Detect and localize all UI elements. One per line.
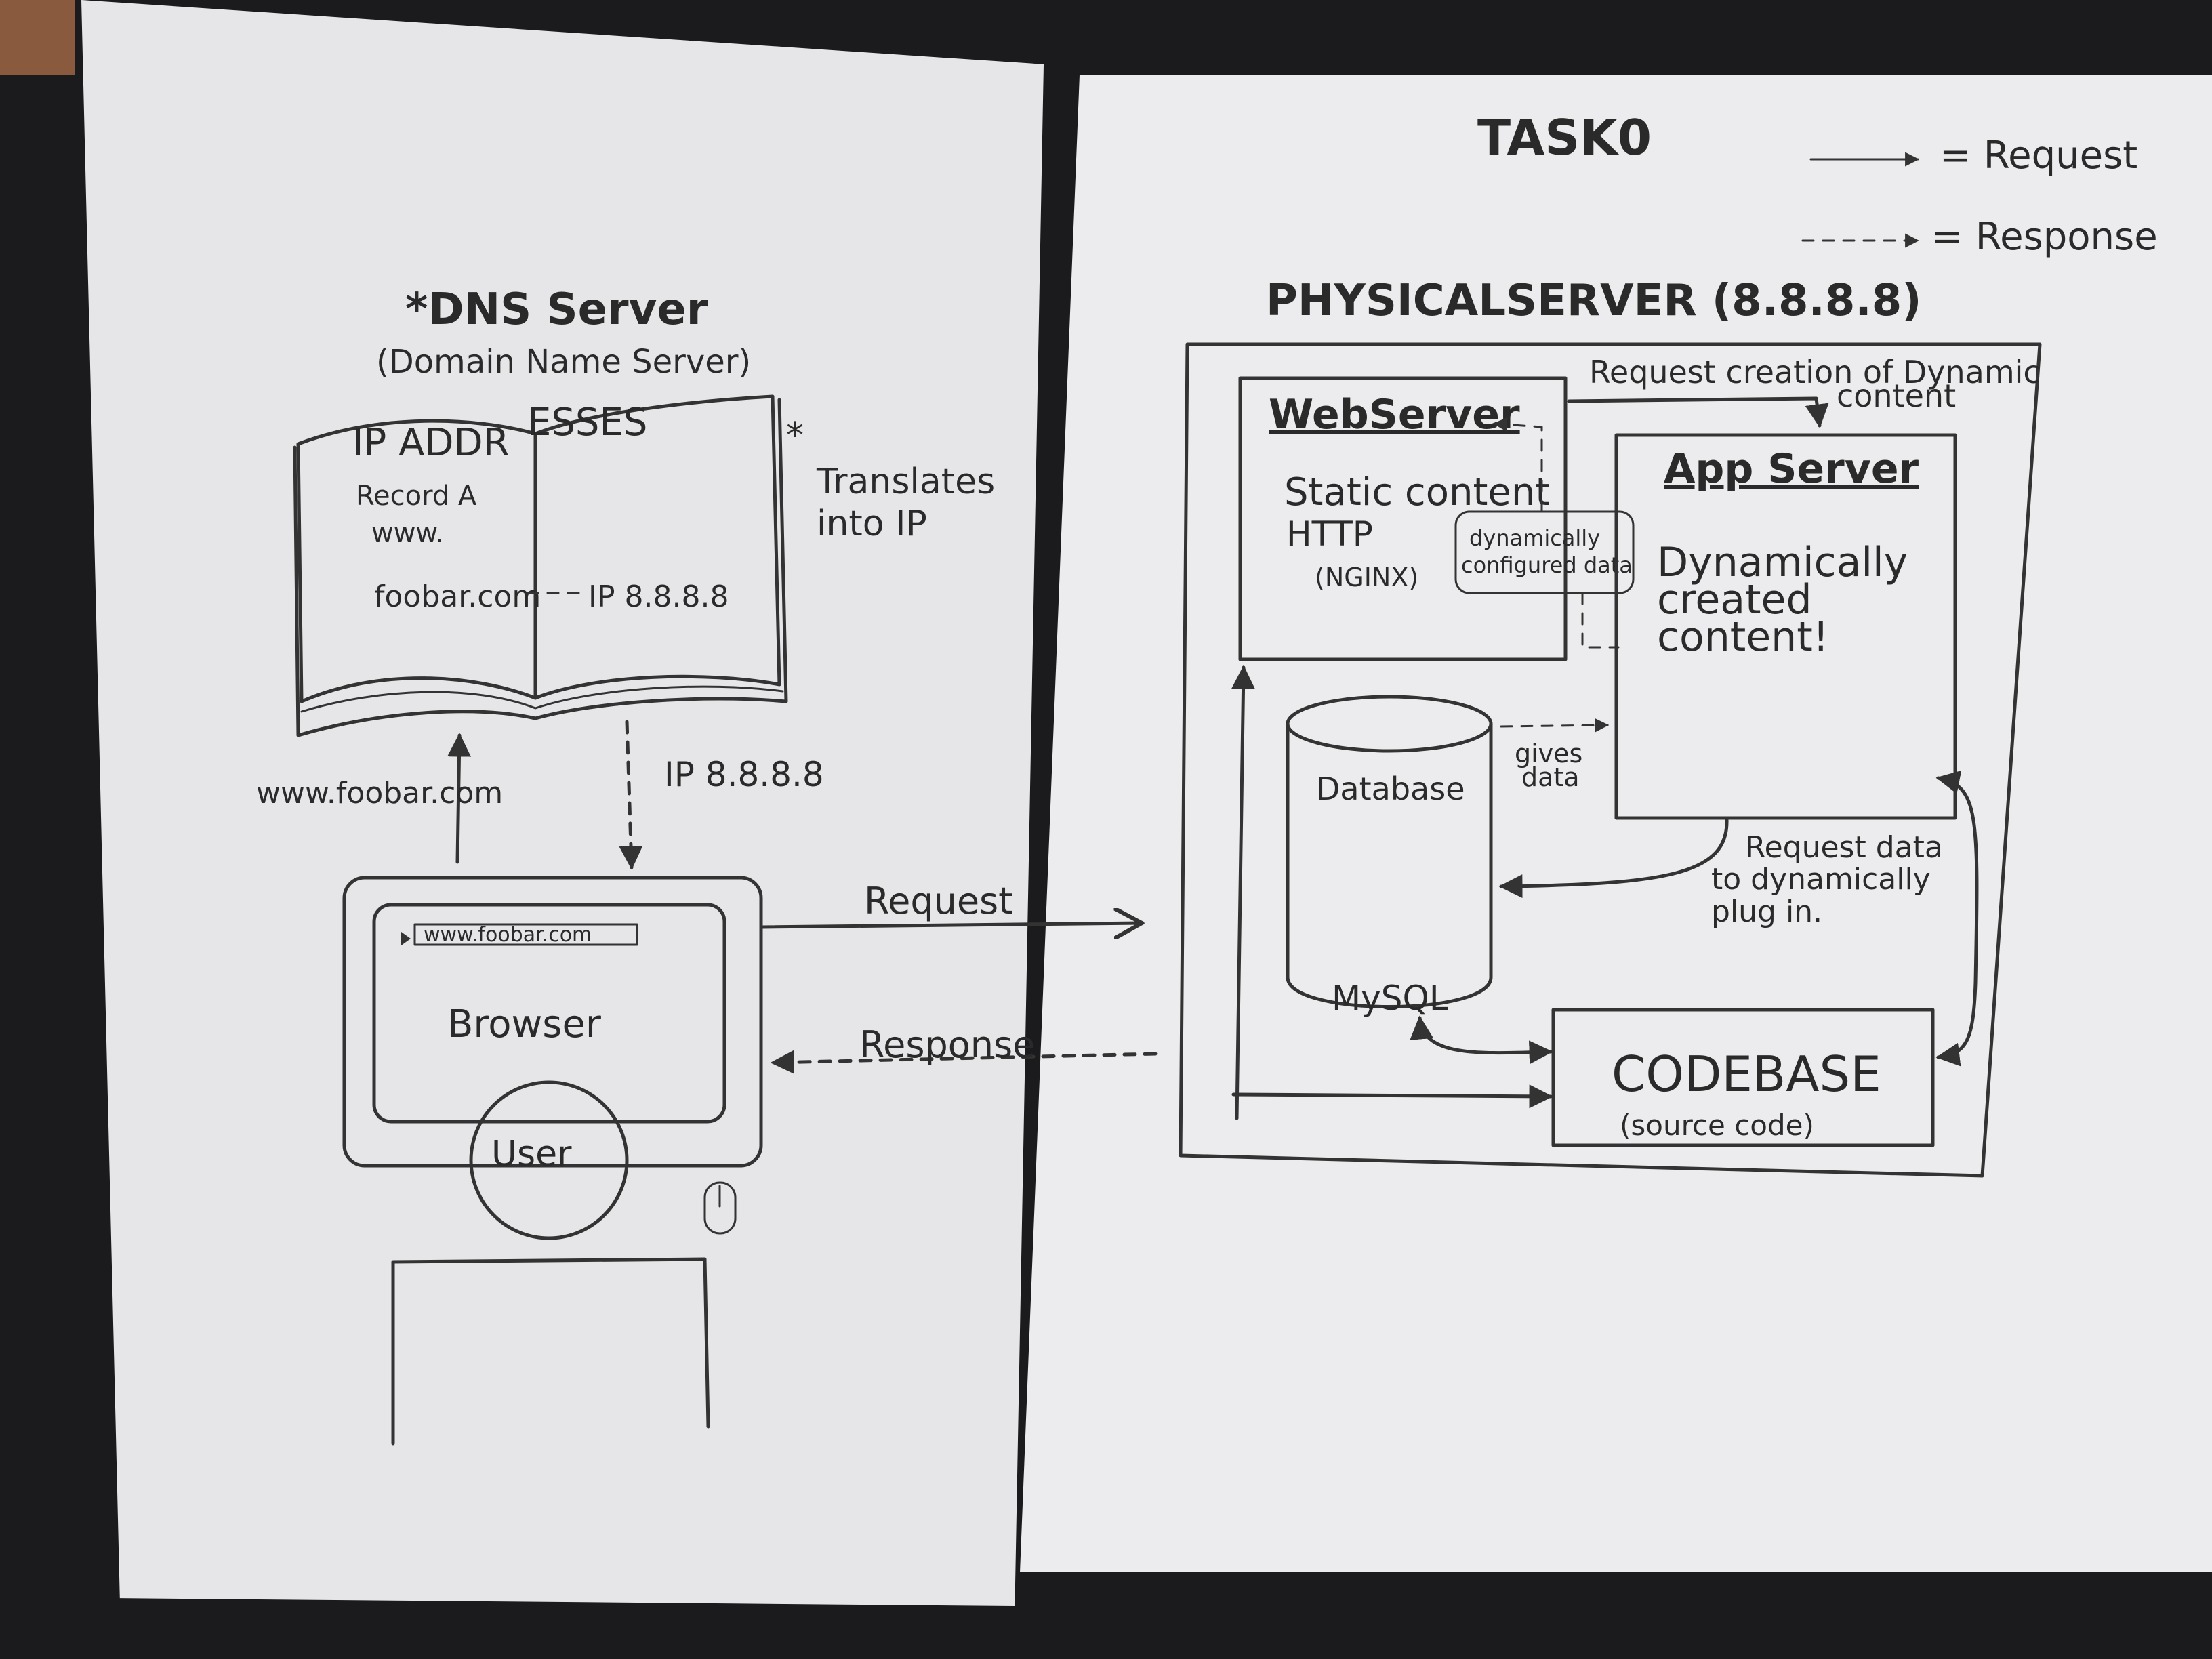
mysql-label: MySQL <box>1332 979 1448 1018</box>
book-ip: IP 8.8.8.8 <box>588 579 729 614</box>
dynamic-data-to-web-arrow <box>1492 417 1543 513</box>
dns-query-arrow <box>447 733 471 864</box>
translates-note-line2: into IP <box>817 504 927 544</box>
request-arrow <box>760 923 1142 927</box>
paper-sheet-right <box>1020 75 2212 1572</box>
gives-data-line1: gives <box>1515 739 1582 769</box>
dns-title: *DNS Server <box>405 285 708 335</box>
dns-response-ip: IP 8.8.8.8 <box>664 755 824 794</box>
codebase-box <box>1551 1008 1935 1147</box>
user-body <box>391 1257 710 1446</box>
database-label: Database <box>1316 771 1465 807</box>
task-title: TASK0 <box>1477 109 1652 166</box>
web-server-title: WebServer <box>1269 391 1520 438</box>
source-code-label: (source code) <box>1620 1109 1814 1142</box>
response-arrow <box>770 1050 1158 1074</box>
dns-query-domain: www.foobar.com <box>256 776 503 811</box>
background-corner <box>0 0 75 75</box>
app-server-box <box>1614 433 1957 820</box>
request-data-line2: to dynamically <box>1711 862 1931 897</box>
browser-window <box>372 903 726 1124</box>
app-codebase-link <box>1936 771 1979 1067</box>
dynamic-data-line2: configured data <box>1461 552 1633 578</box>
app-content-line2: created <box>1657 576 1812 623</box>
book-right-page <box>533 394 781 700</box>
client: www.foobar.com Browser User <box>342 876 763 1446</box>
request-label: Request <box>864 880 1012 922</box>
codebase-title: CODEBASE <box>1612 1046 1881 1103</box>
note-star: * <box>786 415 804 456</box>
user-head <box>469 1080 629 1240</box>
response-label: Response <box>859 1023 1035 1066</box>
database-cylinder: Database MySQL <box>1286 695 1493 1018</box>
paper-sheet-left <box>81 0 1044 1606</box>
physical-server-box <box>1179 342 2042 1178</box>
app-to-dynamic-data-link <box>1581 592 1620 649</box>
www-label: www. <box>371 518 444 549</box>
static-content-label: Static content <box>1284 470 1550 514</box>
book-heading-right: ESSES <box>527 401 647 445</box>
database-top <box>1286 695 1493 753</box>
ip-address-book: IP ADDR ESSES Record A www. foobar.com I… <box>293 394 788 737</box>
codebase-to-web-arrow <box>1231 665 1256 1120</box>
request-dynamic-line2: content <box>1837 377 1956 414</box>
mouse-icon <box>703 1181 737 1235</box>
server-to-codebase-arrow <box>1231 1084 1553 1109</box>
dns-subtitle: (Domain Name Server) <box>376 343 751 381</box>
app-content-line1: Dynamically <box>1657 539 1908 586</box>
dynamic-data-box <box>1454 510 1635 594</box>
nginx-label: (NGINX) <box>1315 562 1418 592</box>
database-to-app-arrow <box>1500 718 1610 733</box>
record-a-label: Record A <box>356 480 477 512</box>
monitor <box>342 876 763 1168</box>
database-codebase-link <box>1410 1015 1553 1065</box>
translates-note-line1: Translates <box>816 462 995 502</box>
app-to-database-request-arrow <box>1498 818 1729 899</box>
app-server-title: App Server <box>1664 445 1919 493</box>
play-icon <box>401 932 411 945</box>
request-data-line1: Request data <box>1745 830 1943 865</box>
app-content-line3: content! <box>1657 613 1829 661</box>
book-cover <box>293 398 788 737</box>
request-data-line3: plug in. <box>1711 895 1822 929</box>
request-dynamic-line1: Request creation of Dynamic <box>1589 354 2041 390</box>
gives-data-line2: data <box>1521 762 1580 792</box>
physical-server-title: PHYSICALSERVER (8.8.8.8) <box>1266 276 1921 326</box>
database-body <box>1286 722 1493 1008</box>
dns-response-arrow <box>619 720 643 870</box>
http-label: HTTP <box>1286 514 1373 554</box>
web-server-box <box>1238 376 1568 661</box>
legend-response-label: = Response <box>1931 215 2158 259</box>
browser-address-bar <box>413 923 638 946</box>
book-domain: foobar.com <box>374 579 541 614</box>
dns-server: *DNS Server (Domain Name Server) IP ADDR… <box>293 285 995 737</box>
web-to-app-request-arrow <box>1567 396 1829 428</box>
physical-server: PHYSICALSERVER (8.8.8.8) WebServer Stati… <box>1179 276 2042 1178</box>
dynamic-data-line1: dynamically <box>1469 525 1600 551</box>
book-heading-left: IP ADDR <box>352 421 510 465</box>
book-page-edges <box>300 685 784 713</box>
browser-label: Browser <box>447 1002 602 1046</box>
legend-request-label: = Request <box>1940 134 2137 178</box>
browser-url: www.foobar.com <box>424 923 592 947</box>
legend: = Request = Response <box>1801 134 2158 259</box>
user-label: User <box>491 1134 572 1174</box>
